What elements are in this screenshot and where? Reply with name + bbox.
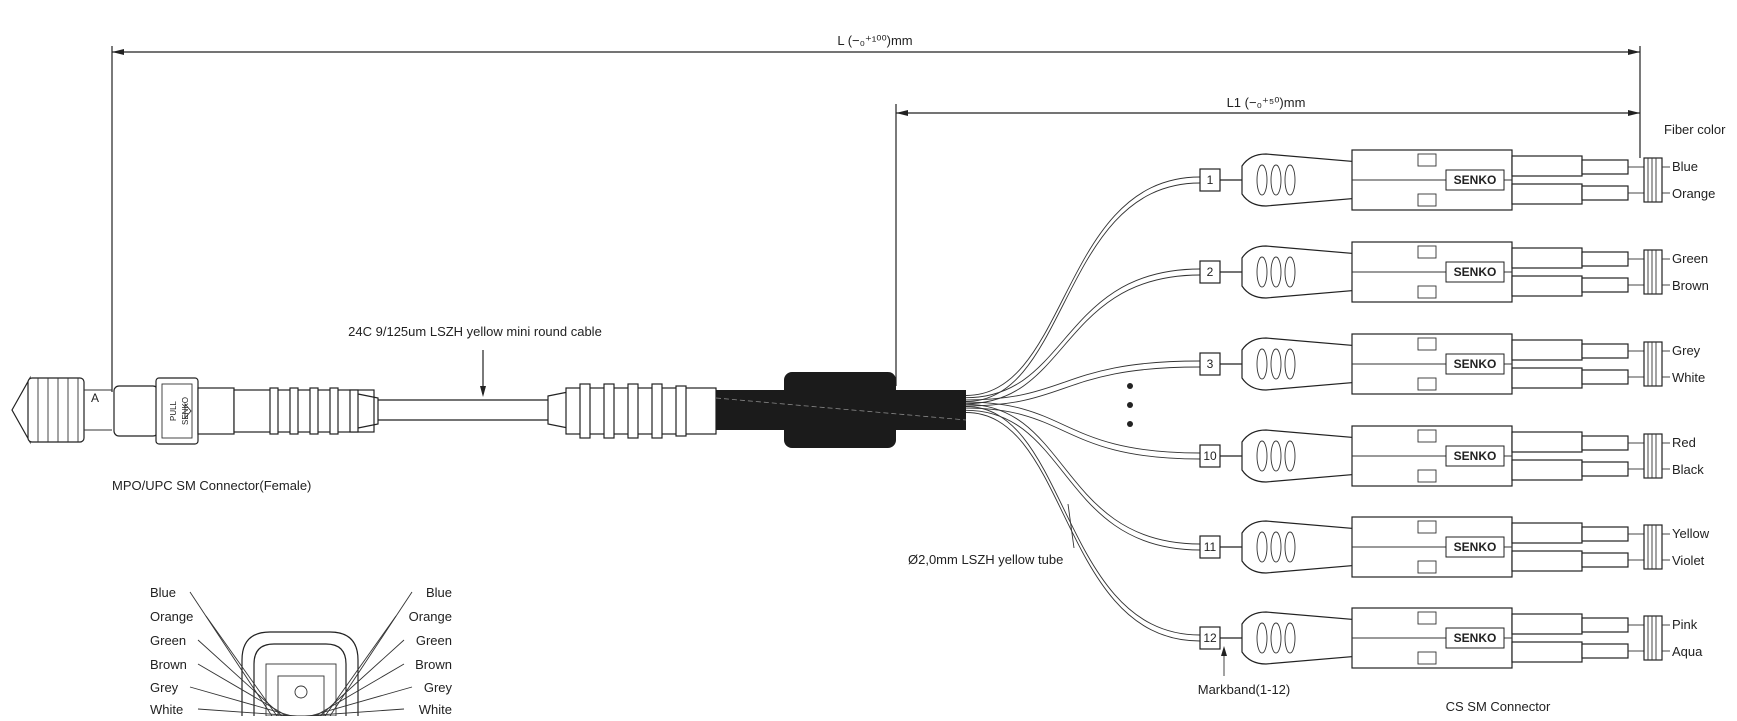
fanout-boot [547, 383, 717, 439]
markband-number: 10 [1203, 449, 1217, 463]
cs-dust-cap [1643, 615, 1663, 661]
pinout-right-label: Green [416, 633, 452, 648]
breakout-length-dimension: L1 (−₀⁺⁵⁰)mm [895, 94, 1640, 386]
fiber-color-label: Blue [1672, 159, 1698, 174]
tube-callout [1067, 503, 1075, 549]
breakout-tube-line [965, 409, 1201, 551]
leg-ellipsis [1127, 383, 1133, 427]
mpo-dust-cap [11, 375, 112, 445]
cs-brand-text: SENKO [1454, 449, 1497, 463]
breakout-tube-line [965, 176, 1201, 396]
cs-boot [1241, 153, 1361, 207]
fiber-color-label: Red [1672, 435, 1696, 450]
breakout-tube-line [965, 401, 1201, 454]
breakout-tube-line [965, 268, 1201, 399]
fiber-color-label: Green [1672, 251, 1708, 266]
mpo-connector-label: MPO/UPC SM Connector(Female) [112, 478, 311, 493]
cs-brand-text: SENKO [1454, 540, 1497, 554]
pinout-right-label: Orange [409, 609, 452, 624]
pinout-left-label: Orange [150, 609, 193, 624]
cs-boot [1241, 337, 1361, 391]
cs-brand-text: SENKO [1454, 265, 1497, 279]
breakout-tube-line [965, 360, 1201, 401]
pinout-left-label: Brown [150, 657, 187, 672]
cs-connector-label: CS SM Connector [1446, 699, 1551, 714]
mpo-connector: PULL SENKO [113, 377, 379, 445]
breakout-tube-line [965, 403, 1201, 545]
breakout-tube-line [965, 182, 1201, 402]
overall-length-dimension: L (−₀⁺¹⁰⁰)mm [111, 32, 1641, 392]
fiber-color-label: Violet [1672, 553, 1705, 568]
overall-length-label: L (−₀⁺¹⁰⁰)mm [837, 33, 912, 48]
cs-brand-text: SENKO [1454, 631, 1497, 645]
cs-dust-cap [1643, 524, 1663, 570]
markband-number: 12 [1203, 631, 1217, 645]
cs-brand-text: SENKO [1454, 173, 1497, 187]
pinout-right-label: Blue [426, 585, 452, 600]
cs-dust-cap [1643, 433, 1663, 479]
fiber-color-label: Aqua [1672, 644, 1703, 659]
fanout-body [715, 372, 967, 448]
fiber-color-label: White [1672, 370, 1705, 385]
fiber-color-label: Grey [1672, 343, 1701, 358]
fiber-color-label: Brown [1672, 278, 1709, 293]
markband-number: 11 [1204, 540, 1217, 554]
cs-dust-cap [1643, 249, 1663, 295]
pinout-left-label: Grey [150, 680, 179, 695]
fiber-color-label: Yellow [1672, 526, 1710, 541]
breakout-tube-line [965, 274, 1201, 405]
round-cable [378, 350, 548, 421]
mpo-brand-text: SENKO [181, 397, 190, 425]
fiber-color-label: Pink [1672, 617, 1698, 632]
cs-boot [1241, 611, 1361, 665]
pinout-right-label: Brown [415, 657, 452, 672]
cs-boot [1241, 245, 1361, 299]
cs-brand-text: SENKO [1454, 357, 1497, 371]
markband-callout [1221, 646, 1227, 676]
cs-dust-cap [1643, 341, 1663, 387]
breakout-length-label: L1 (−₀⁺⁵⁰)mm [1227, 95, 1306, 110]
markband-number: 3 [1207, 357, 1214, 371]
breakout-tube-line [965, 412, 1201, 642]
markband-number: 1 [1207, 173, 1214, 187]
tube-label: Ø2,0mm LSZH yellow tube [908, 552, 1063, 567]
mpo-pull-text: PULL [169, 400, 178, 421]
cs-boot [1241, 429, 1361, 483]
fiber-color-header: Fiber color [1664, 122, 1726, 137]
cs-boot [1241, 520, 1361, 574]
pinout-right-label: White [419, 702, 452, 716]
mpo-end-marker: A [91, 391, 99, 405]
markband-number: 2 [1207, 265, 1214, 279]
pinout-left-label: Blue [150, 585, 176, 600]
fiber-color-label: Black [1672, 462, 1704, 477]
mpo-pinout-view [241, 631, 359, 717]
breakout-tube-line [965, 366, 1201, 407]
pinout-left-label: Green [150, 633, 186, 648]
pinout-left-label: White [150, 702, 183, 716]
fiber-color-label: Orange [1672, 186, 1715, 201]
markband-label: Markband(1-12) [1198, 682, 1291, 697]
pinout-right-label: Grey [424, 680, 453, 695]
cable-label: 24C 9/125um LSZH yellow mini round cable [348, 324, 602, 339]
cs-dust-cap [1643, 157, 1663, 203]
breakout-tubes [965, 176, 1201, 642]
breakout-tube-line [965, 406, 1201, 636]
